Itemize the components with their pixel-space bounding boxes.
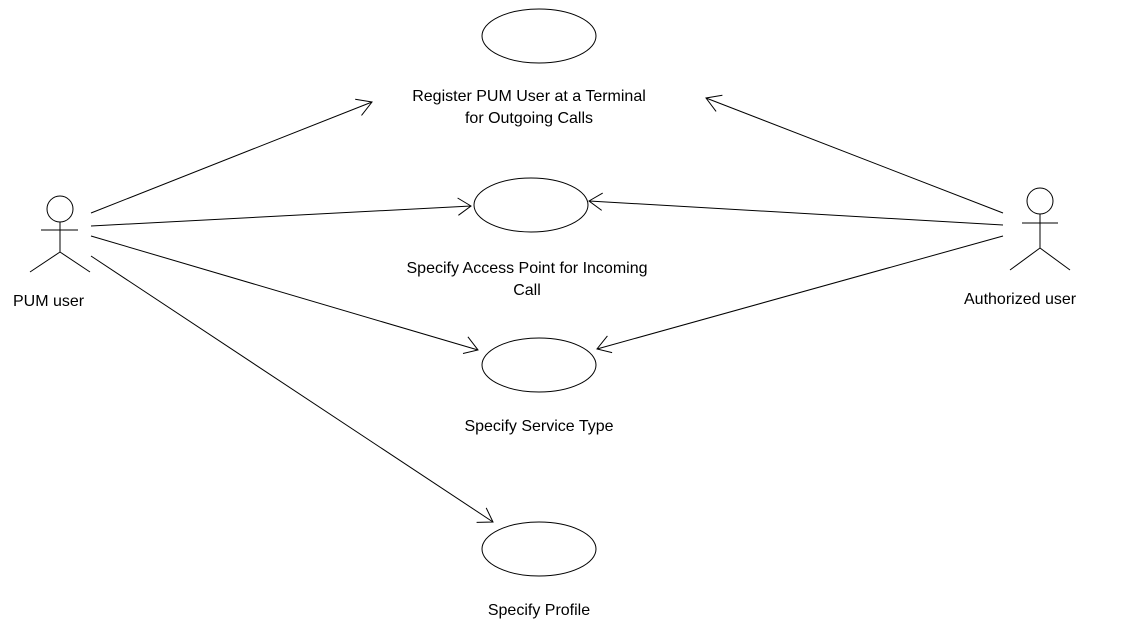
- association-auth-access[interactable]: [588, 192, 1004, 226]
- use-case-service-label: Specify Service Type: [339, 416, 739, 438]
- use-case-register-ellipse[interactable]: [481, 8, 597, 64]
- association-pum-register[interactable]: [90, 98, 373, 214]
- association-auth-register[interactable]: [705, 94, 1004, 214]
- use-case-profile-label-line-1: Specify Profile: [487, 602, 591, 619]
- use-case-register-label-line-1: Register PUM User at a Terminal: [412, 88, 646, 105]
- actor-auth-right-leg: [1039, 247, 1071, 271]
- actor-pum-user-figure[interactable]: [29, 195, 91, 273]
- association-pum-access[interactable]: [90, 197, 472, 227]
- use-case-access-label-line-2: Call: [513, 282, 541, 299]
- use-case-profile-label: Specify Profile: [339, 600, 739, 622]
- use-case-register-label: Register PUM User at a Terminal for Outg…: [329, 86, 729, 130]
- association-pum-service[interactable]: [90, 235, 479, 354]
- use-case-access-ellipse[interactable]: [473, 177, 589, 233]
- use-case-profile-ellipse[interactable]: [481, 521, 597, 577]
- use-case-access-label-line-1: Specify Access Point for Incoming: [406, 260, 648, 277]
- actor-pum-head: [46, 195, 74, 223]
- association-pum-profile[interactable]: [90, 255, 494, 523]
- actor-pum-user-label: PUM user: [13, 293, 85, 310]
- actor-auth-head: [1026, 187, 1054, 215]
- use-case-service-label-line-1: Specify Service Type: [464, 418, 614, 435]
- use-case-service-ellipse[interactable]: [481, 337, 597, 393]
- actor-auth-left-leg: [1009, 247, 1041, 271]
- actor-authorized-user-label: Authorized user: [964, 291, 1077, 308]
- actor-authorized-user-figure[interactable]: [1009, 187, 1071, 271]
- use-case-register-label-line-2: for Outgoing Calls: [464, 110, 594, 127]
- actor-pum-right-leg: [59, 251, 91, 273]
- use-case-access-label: Specify Access Point for Incoming Call: [327, 258, 727, 302]
- association-auth-service[interactable]: [596, 235, 1004, 354]
- actor-pum-left-leg: [29, 251, 61, 273]
